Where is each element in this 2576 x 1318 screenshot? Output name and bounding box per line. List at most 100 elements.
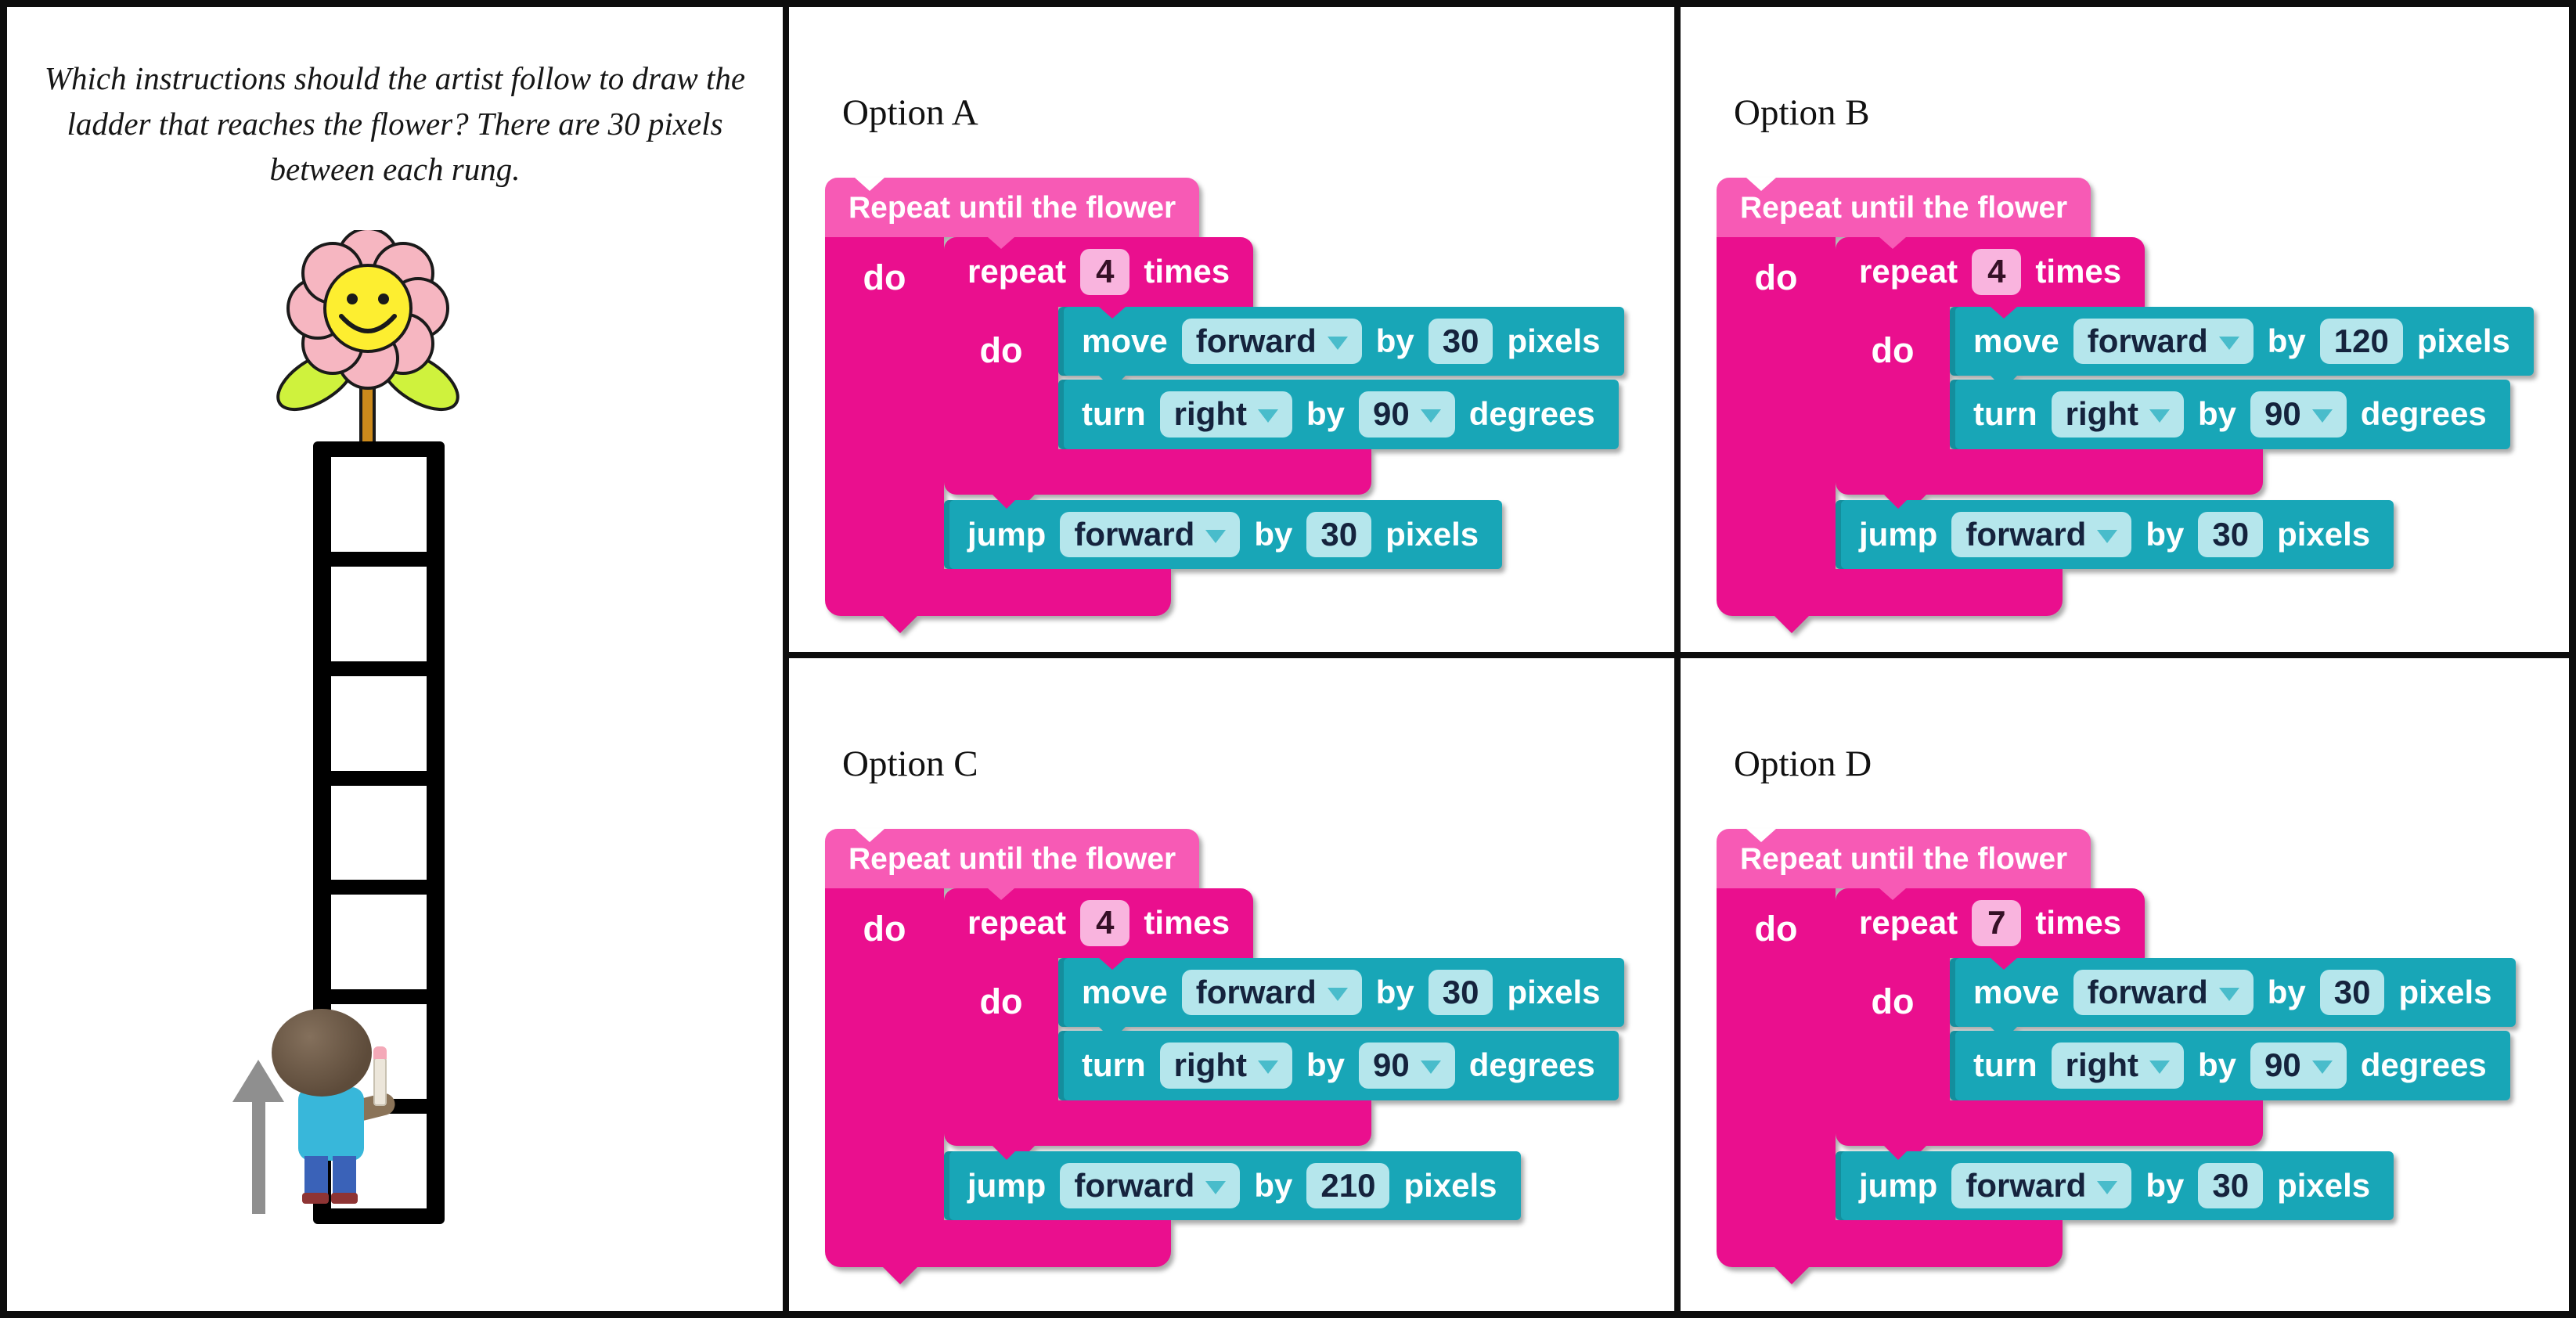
jump-block: jump forward by 210 pixels [944,1145,1521,1234]
divider-horizontal [783,652,2569,658]
jump-pixels-field[interactable]: 210 [1306,1162,1390,1208]
option-a-panel[interactable]: Option A Repeat until the flower do repe… [789,7,1674,652]
repeat-label: repeat [1859,904,1958,942]
ladder-scene [7,195,783,1275]
repeat-until-header: Repeat until the flower [825,829,1200,888]
do-label: do [1836,957,1950,1100]
divider-vertical-1 [783,7,789,1311]
repeat-label: repeat [1859,253,1958,290]
divider-vertical-2 [1674,7,1681,1311]
artist-character [265,1009,406,1236]
jump-label: jump [967,515,1047,553]
jump-direction-dropdown[interactable]: forward [1060,511,1241,557]
dropdown-caret-icon [1257,1061,1278,1075]
ladder-gap [331,895,427,990]
repeat-until-label: Repeat until the flower [1740,842,2068,876]
dropdown-caret-icon [2097,529,2118,543]
pixels-label: pixels [2398,973,2492,1010]
pencil-icon [373,1046,387,1106]
move-pixels-field[interactable]: 120 [2319,318,2403,364]
move-pixels-field[interactable]: 30 [1428,969,1493,1015]
repeat-until-flower-block: Repeat until the flower do repeat 4 time… [825,829,1624,1284]
option-c-panel[interactable]: Option C Repeat until the flower do repe… [789,658,1674,1311]
pixels-label: pixels [2416,322,2510,359]
do-label: do [944,957,1058,1100]
repeat-count-field[interactable]: 4 [1080,900,1130,946]
move-direction-dropdown[interactable]: forward [2073,318,2254,364]
move-direction-dropdown[interactable]: forward [2073,969,2254,1015]
artist-shoe [331,1193,358,1204]
dropdown-caret-icon [2311,1061,2333,1075]
jump-label: jump [1859,1166,1938,1204]
move-pixels-field[interactable]: 30 [1428,318,1493,364]
dropdown-caret-icon [2097,1180,2118,1194]
move-pixels-field[interactable]: 30 [2319,969,2385,1015]
jump-block: jump forward by 30 pixels [1836,494,2394,583]
dropdown-caret-icon [2218,987,2239,1001]
move-label: move [1973,973,2059,1010]
dropdown-caret-icon [1420,1061,1441,1075]
artist-leg [333,1156,356,1195]
move-direction-dropdown[interactable]: forward [1181,318,1362,364]
pixels-label: pixels [2277,515,2371,553]
do-label: do [1717,888,1836,1220]
repeat-until-header: Repeat until the flower [1717,178,2091,237]
turn-direction-dropdown[interactable]: right [2051,1043,2184,1089]
option-d-panel[interactable]: Option D Repeat until the flower do repe… [1681,658,2569,1311]
repeat-times-block: repeat 4 times do move forward by [944,888,1624,1160]
jump-direction-dropdown[interactable]: forward [1060,1162,1241,1208]
move-block: move forward by 30 pixels [1950,957,2516,1027]
option-b-panel[interactable]: Option B Repeat until the flower do repe… [1681,7,2569,652]
artist-leg [304,1156,328,1195]
by-label: by [2197,1046,2236,1084]
jump-block: jump forward by 30 pixels [944,494,1503,583]
turn-degrees-dropdown[interactable]: 90 [2250,391,2347,438]
by-label: by [2267,973,2306,1010]
by-label: by [1254,515,1293,553]
jump-direction-dropdown[interactable]: forward [1951,1162,2132,1208]
turn-direction-dropdown[interactable]: right [1159,391,1292,438]
dropdown-caret-icon [1257,409,1278,423]
by-label: by [2145,515,2185,553]
times-label: times [1144,904,1230,942]
repeat-times-block: repeat 4 times do move forward by [944,237,1624,509]
question-panel: Which instructions should the artist fol… [7,7,783,1311]
pixels-label: pixels [2277,1166,2371,1204]
ladder-gap [331,457,427,552]
move-direction-dropdown[interactable]: forward [1181,969,1362,1015]
turn-degrees-dropdown[interactable]: 90 [1358,1043,1455,1089]
turn-block: turn right by 90 degrees [1058,1027,1619,1114]
turn-block: turn right by 90 degrees [1950,376,2510,463]
turn-direction-dropdown[interactable]: right [2051,391,2184,438]
ladder-gap [331,675,427,771]
flower-icon [276,230,459,445]
by-label: by [1306,1046,1345,1084]
turn-degrees-dropdown[interactable]: 90 [2250,1043,2347,1089]
by-label: by [1375,973,1414,1010]
repeat-until-header: Repeat until the flower [1717,829,2091,888]
repeat-until-label: Repeat until the flower [848,842,1176,876]
repeat-count-field[interactable]: 4 [1972,249,2022,295]
degrees-label: degrees [2360,395,2487,433]
jump-pixels-field[interactable]: 30 [2198,511,2264,557]
move-label: move [1082,973,1168,1010]
repeat-count-field[interactable]: 4 [1080,249,1130,295]
dropdown-caret-icon [1205,529,1227,543]
ladder-gap [331,566,427,661]
repeat-count-field[interactable]: 7 [1972,900,2022,946]
jump-pixels-field[interactable]: 30 [2198,1162,2264,1208]
block-bottom-tab [1717,1220,2063,1284]
turn-degrees-dropdown[interactable]: 90 [1358,391,1455,438]
block-bottom-tab [825,569,1171,633]
dropdown-caret-icon [2311,409,2333,423]
do-label: do [1717,237,1836,569]
jump-direction-dropdown[interactable]: forward [1951,511,2132,557]
turn-direction-dropdown[interactable]: right [1159,1043,1292,1089]
jump-pixels-field[interactable]: 30 [1306,511,1372,557]
pixels-label: pixels [1385,515,1479,553]
repeat-block-foot [944,448,1371,509]
degrees-label: degrees [1468,1046,1595,1084]
turn-block: turn right by 90 degrees [1058,376,1619,463]
repeat-block-foot [1836,1100,2263,1160]
by-label: by [1375,322,1414,359]
